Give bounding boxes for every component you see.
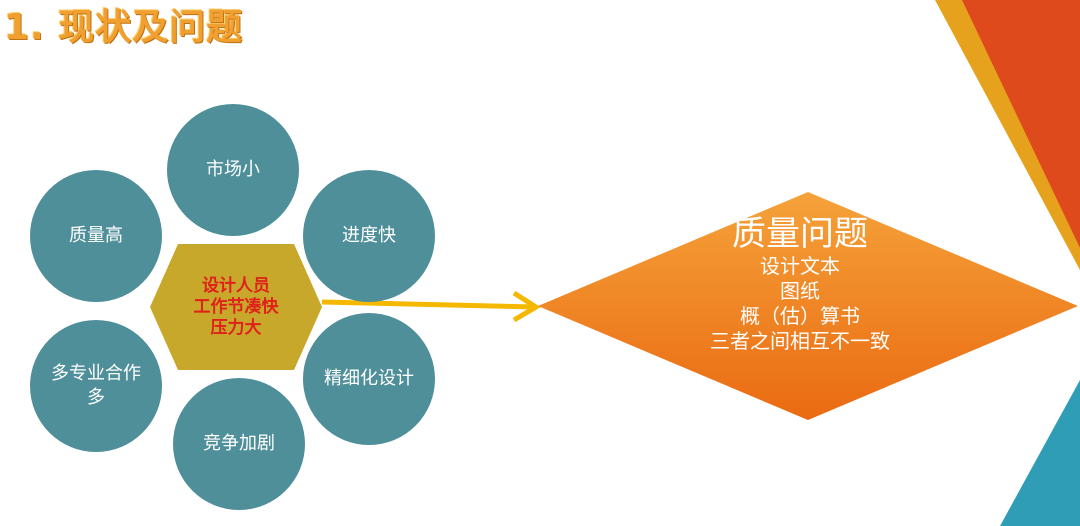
circle-multi-discipline: 多专业合作多 [30,320,162,452]
diamond-title: 质量问题 [732,214,868,254]
diamond-content: 质量问题 设计文本 图纸 概（估）算书 三者之间相互不一致 [620,214,980,354]
quality-diamond [538,192,1078,420]
center-label: 设计人员 工作节凑快 压力大 [193,275,279,338]
circle-high-quality: 质量高 [30,170,162,302]
diamond-line-drawings: 图纸 [780,279,820,303]
arrow-shaft [321,299,535,310]
circle-fast-progress: 进度快 [303,170,435,302]
diamond-line-inconsistent: 三者之间相互不一致 [710,329,890,353]
circle-competition: 竞争加剧 [173,378,305,510]
slide-title: 1. 现状及问题 [4,7,244,48]
diamond-line-estimate: 概（估）算书 [740,304,860,328]
center-hexagon [150,244,322,370]
diamond-line-text: 设计文本 [760,254,840,278]
circle-market-small: 市场小 [167,104,299,236]
arrow-head-icon [512,290,541,323]
circle-refined-design: 精细化设计 [303,313,435,445]
deco-teal-triangle [1000,380,1080,526]
deco-red-triangle [962,0,1080,248]
